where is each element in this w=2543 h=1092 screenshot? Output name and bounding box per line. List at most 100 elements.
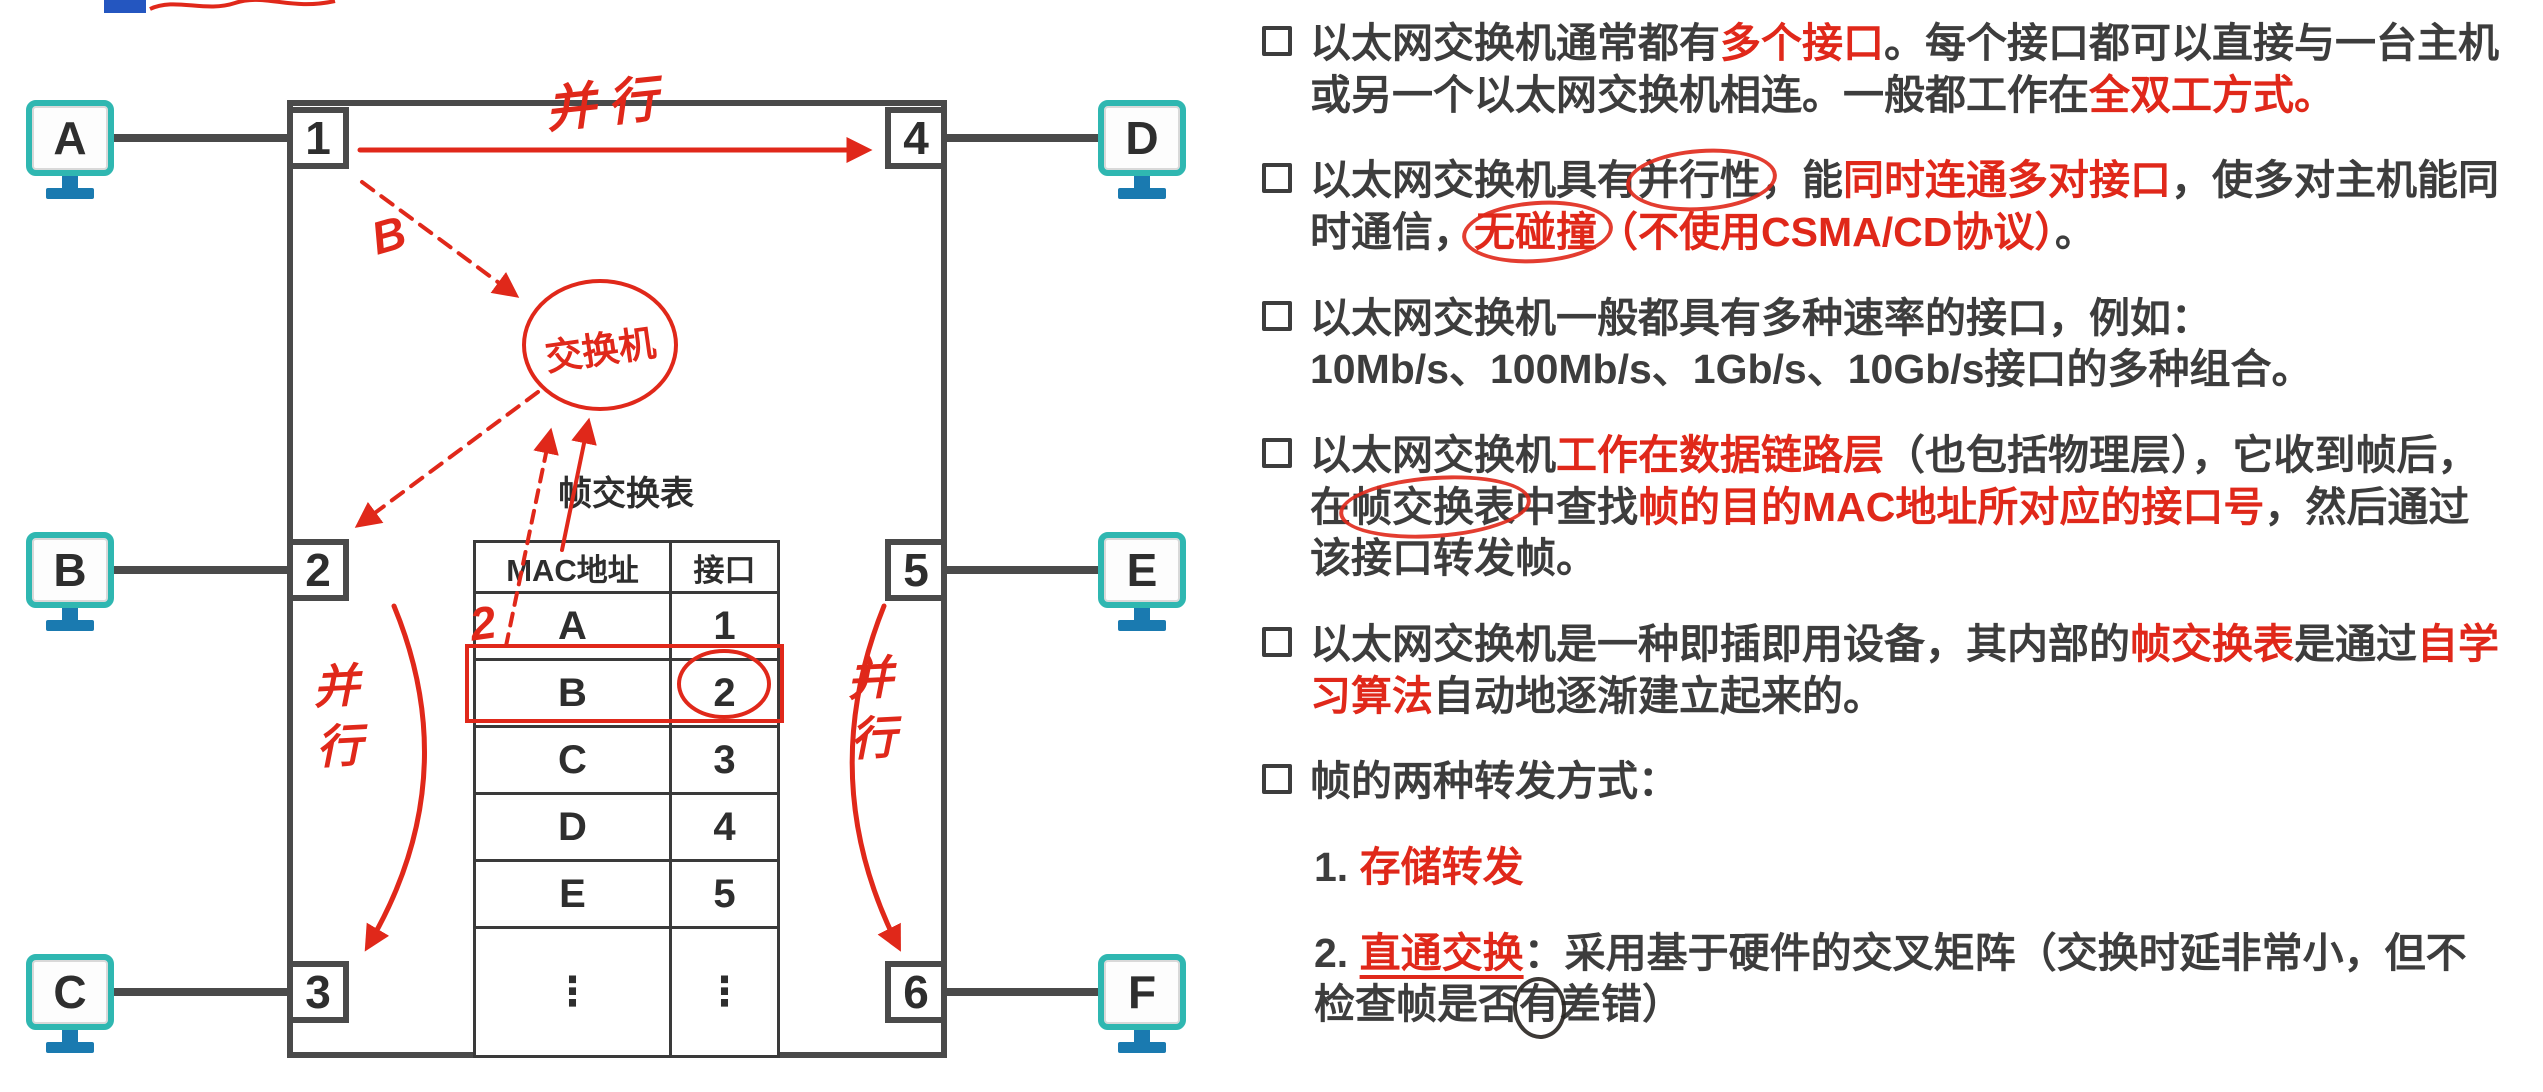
highlight-text: 工作在数据链路层 (1556, 431, 1884, 478)
bullet-item: 帧的两种转发方式： (1262, 756, 2502, 808)
host-f: F (1098, 954, 1186, 1053)
mac-cell: ⋮ (473, 926, 672, 1058)
bullet-text: 2. 直通交换：采用基于硬件的交叉矩阵（交换时延非常小，但不检查帧是否有差错） (1314, 928, 2502, 1031)
body-text: （也包括物理层），它收到帧后，在 (1310, 431, 2479, 530)
checkbox-icon (1262, 26, 1292, 56)
body-text: 以太网交换机通常都有 (1310, 20, 1720, 66)
host-b: B (26, 532, 114, 631)
body-text: ，然后通过该接口转发帧。 (1310, 483, 2470, 582)
highlight-text: 。 (2294, 71, 2335, 118)
monitor-icon: F (1098, 954, 1186, 1030)
port-number: 5 (903, 544, 929, 596)
bullet-item: 以太网交换机是一种即插即用设备，其内部的帧交换表是通过自学习算法自动地逐渐建立起… (1262, 619, 2502, 722)
body-text: 1. (1314, 843, 1360, 890)
highlight-text: 同时连通多对接口 (1843, 157, 2171, 204)
port-2: 2 (287, 539, 349, 601)
port-cell: 3 (669, 725, 780, 795)
monitor-icon: B (26, 532, 114, 608)
body-text: 。 (2054, 208, 2096, 255)
host-label: A (53, 112, 87, 164)
table-row-ellipsis: ⋮⋮ (473, 926, 780, 1058)
host-label: B (53, 544, 87, 596)
bullet-item: 以太网交换机一般都具有多种速率的接口，例如： 10Mb/s、100Mb/s、1G… (1262, 293, 2502, 396)
highlight-text: 帧的目的MAC地址所对应的接口号 (1638, 483, 2265, 530)
port-number: 6 (903, 966, 929, 1018)
monitor-stand (62, 176, 78, 188)
body-text: 有 (1519, 979, 1560, 1031)
mac-cell: A (473, 591, 672, 661)
bullet-text: 帧的两种转发方式： (1310, 756, 1679, 808)
body-text: 以太网交换机一般都具有多种速率的接口，例如： (1310, 294, 2212, 341)
host-label: F (1127, 966, 1157, 1018)
bullet-item: 以太网交换机具有并行性，能同时连通多对接口，使多对主机能同时通信，无碰撞（不使用… (1262, 155, 2502, 258)
bullet-text: 以太网交换机工作在数据链路层（也包括物理层），它收到帧后，在帧交换表中查找帧的目… (1310, 430, 2502, 585)
body-text: 10Mb/s、100Mb/s、1Gb/s、10Gb/s接口的多种组合。 (1310, 346, 2313, 393)
monitor-icon: C (26, 954, 114, 1030)
port-number: 1 (305, 112, 331, 164)
host-a: A (26, 100, 114, 199)
bullet-text: 1. 存储转发 (1314, 842, 1524, 894)
host-label: D (1125, 112, 1159, 164)
checkbox-icon (1262, 626, 1292, 657)
checkbox-icon (1262, 300, 1292, 331)
sub-item: 2. 直通交换：采用基于硬件的交叉矩阵（交换时延非常小，但不检查帧是否有差错） (1314, 928, 2502, 1031)
host-label: C (53, 966, 87, 1018)
port-cell: ⋮ (669, 926, 780, 1058)
highlight-text: 自学习算法 (1310, 620, 2499, 719)
body-text: 2. (1314, 929, 1360, 976)
monitor-stand (1134, 1030, 1150, 1042)
checkbox-icon (1262, 437, 1292, 468)
port-cell: 1 (669, 591, 780, 661)
highlight-text: 全双工方式 (2089, 71, 2294, 118)
port-number: 4 (903, 112, 929, 164)
highlight-text: 帧交换表 (2130, 620, 2294, 667)
host-label: E (1126, 544, 1158, 596)
body-text: ，能 (1761, 157, 1843, 204)
body-text: 以太网交换机是一种即插即用设备，其内部的 (1310, 620, 2130, 667)
highlight-text: 多个接口 (1720, 20, 1884, 66)
highlight-text: （不使用CSMA/CD协议） (1597, 208, 2055, 255)
body-text: ，使多对主机能同时通信， (1310, 157, 2499, 255)
checkbox-icon (1262, 163, 1292, 194)
port-1: 1 (287, 107, 349, 169)
mac-header: MAC地址 (473, 540, 672, 594)
mac-cell: E (473, 859, 672, 929)
body-text: 。每个接口都可以直接与一台主机或另一个以太网交换机相连。一般都工作在 (1310, 20, 2499, 118)
body-text: 差错） (1560, 981, 1683, 1028)
monitor-icon: E (1098, 532, 1186, 608)
host-c: C (26, 954, 114, 1053)
body-text: ：采用基于硬件的交叉矩阵（交换时延非常小，但不检查帧是否 (1314, 929, 2467, 1028)
monitor-stand (62, 1030, 78, 1042)
port-number: 2 (305, 544, 331, 596)
bullet-text: 以太网交换机一般都具有多种速率的接口，例如： 10Mb/s、100Mb/s、1G… (1310, 293, 2312, 396)
right-panel: 以太网交换机通常都有多个接口。每个接口都可以直接与一台主机或另一个以太网交换机相… (1262, 18, 2502, 1031)
highlight-text: 无碰撞 (1474, 207, 1597, 259)
monitor-stand (1134, 176, 1150, 188)
monitor-base (1118, 1042, 1166, 1053)
body-text: 帧交换表 (1351, 482, 1515, 534)
highlight-text: 直通交换 (1359, 929, 1524, 976)
port-6: 6 (885, 961, 947, 1023)
body-text: 帧的两种转发方式： (1310, 758, 1679, 805)
monitor-stand (1134, 608, 1150, 620)
body-text: 并行性 (1638, 155, 1761, 207)
monitor-base (46, 620, 94, 631)
bullet-text: 以太网交换机通常都有多个接口。每个接口都可以直接与一台主机或另一个以太网交换机相… (1310, 18, 2502, 121)
bullet-text: 以太网交换机是一种即插即用设备，其内部的帧交换表是通过自学习算法自动地逐渐建立起… (1310, 619, 2502, 722)
highlight-text: 存储转发 (1359, 843, 1524, 890)
monitor-base (1118, 188, 1166, 199)
bullet-item: 以太网交换机通常都有多个接口。每个接口都可以直接与一台主机或另一个以太网交换机相… (1262, 18, 2502, 121)
monitor-base (46, 188, 94, 199)
host-d: D (1098, 100, 1186, 199)
mac-table-title: 帧交换表 (558, 475, 694, 513)
bullet-text: 以太网交换机具有并行性，能同时连通多对接口，使多对主机能同时通信，无碰撞（不使用… (1310, 155, 2502, 258)
monitor-base (1118, 620, 1166, 631)
mac-cell: C (473, 725, 672, 795)
monitor-icon: A (26, 100, 114, 176)
port-5: 5 (885, 539, 947, 601)
port-number: 3 (305, 966, 331, 1018)
